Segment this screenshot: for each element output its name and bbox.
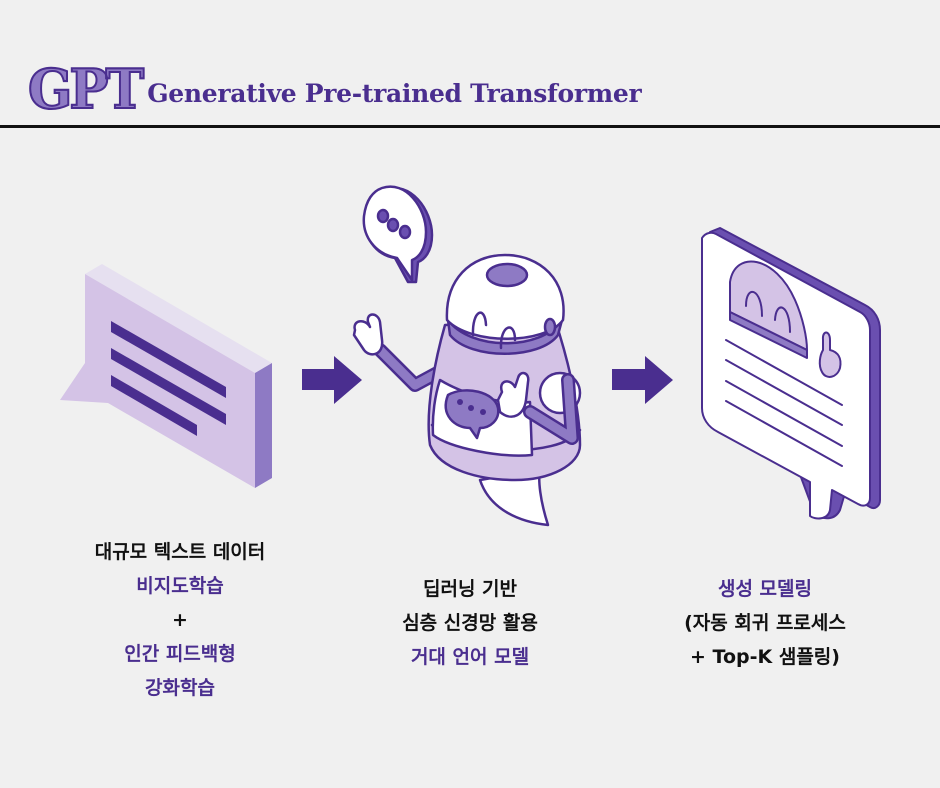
arrow-right-icon bbox=[302, 356, 362, 404]
generated-document-bubble-icon bbox=[701, 227, 881, 520]
caption-step-1: 대규모 텍스트 데이터 비지도학습 + 인간 피드백형 강화학습 bbox=[40, 535, 320, 705]
caption-text: 생성 모델링 bbox=[717, 578, 812, 600]
gpt-logo: GPT bbox=[27, 57, 145, 122]
caption-line: 딥러닝 기반 bbox=[422, 578, 517, 600]
arrow-right-icon bbox=[612, 356, 673, 404]
caption-line: 비지도학습 bbox=[136, 575, 224, 597]
caption-line: 거대 언어 모델 bbox=[410, 646, 530, 668]
caption-line: (자동 회귀 프로세스 bbox=[620, 606, 910, 640]
header-subtitle: Generative Pre-trained Transformer bbox=[147, 78, 642, 108]
robot-icon bbox=[352, 185, 582, 527]
caption-line: 생성 모델링 bbox=[620, 572, 910, 606]
caption-step-2: 딥러닝 기반 심층 신경망 활용 거대 언어 모델 bbox=[340, 572, 600, 674]
caption-line: 대규모 텍스트 데이터 bbox=[94, 541, 266, 563]
caption-line: 심층 신경망 활용 bbox=[402, 612, 538, 634]
header: GPT Generative Pre-trained Transformer bbox=[27, 57, 642, 122]
caption-line: + Top-K 샘플링) bbox=[620, 640, 910, 674]
caption-text: + Top-K 샘플링) bbox=[690, 646, 840, 668]
text-speech-bubble-icon bbox=[60, 264, 272, 488]
caption-step-3: 생성 모델링 (자동 회귀 프로세스 + Top-K 샘플링) bbox=[620, 572, 910, 674]
caption-line: 강화학습 bbox=[145, 677, 215, 699]
caption-line: 인간 피드백형 bbox=[124, 643, 236, 665]
caption-text: (자동 회귀 프로세스 bbox=[684, 612, 846, 634]
caption-plus: + bbox=[172, 609, 188, 631]
header-divider bbox=[0, 125, 940, 128]
